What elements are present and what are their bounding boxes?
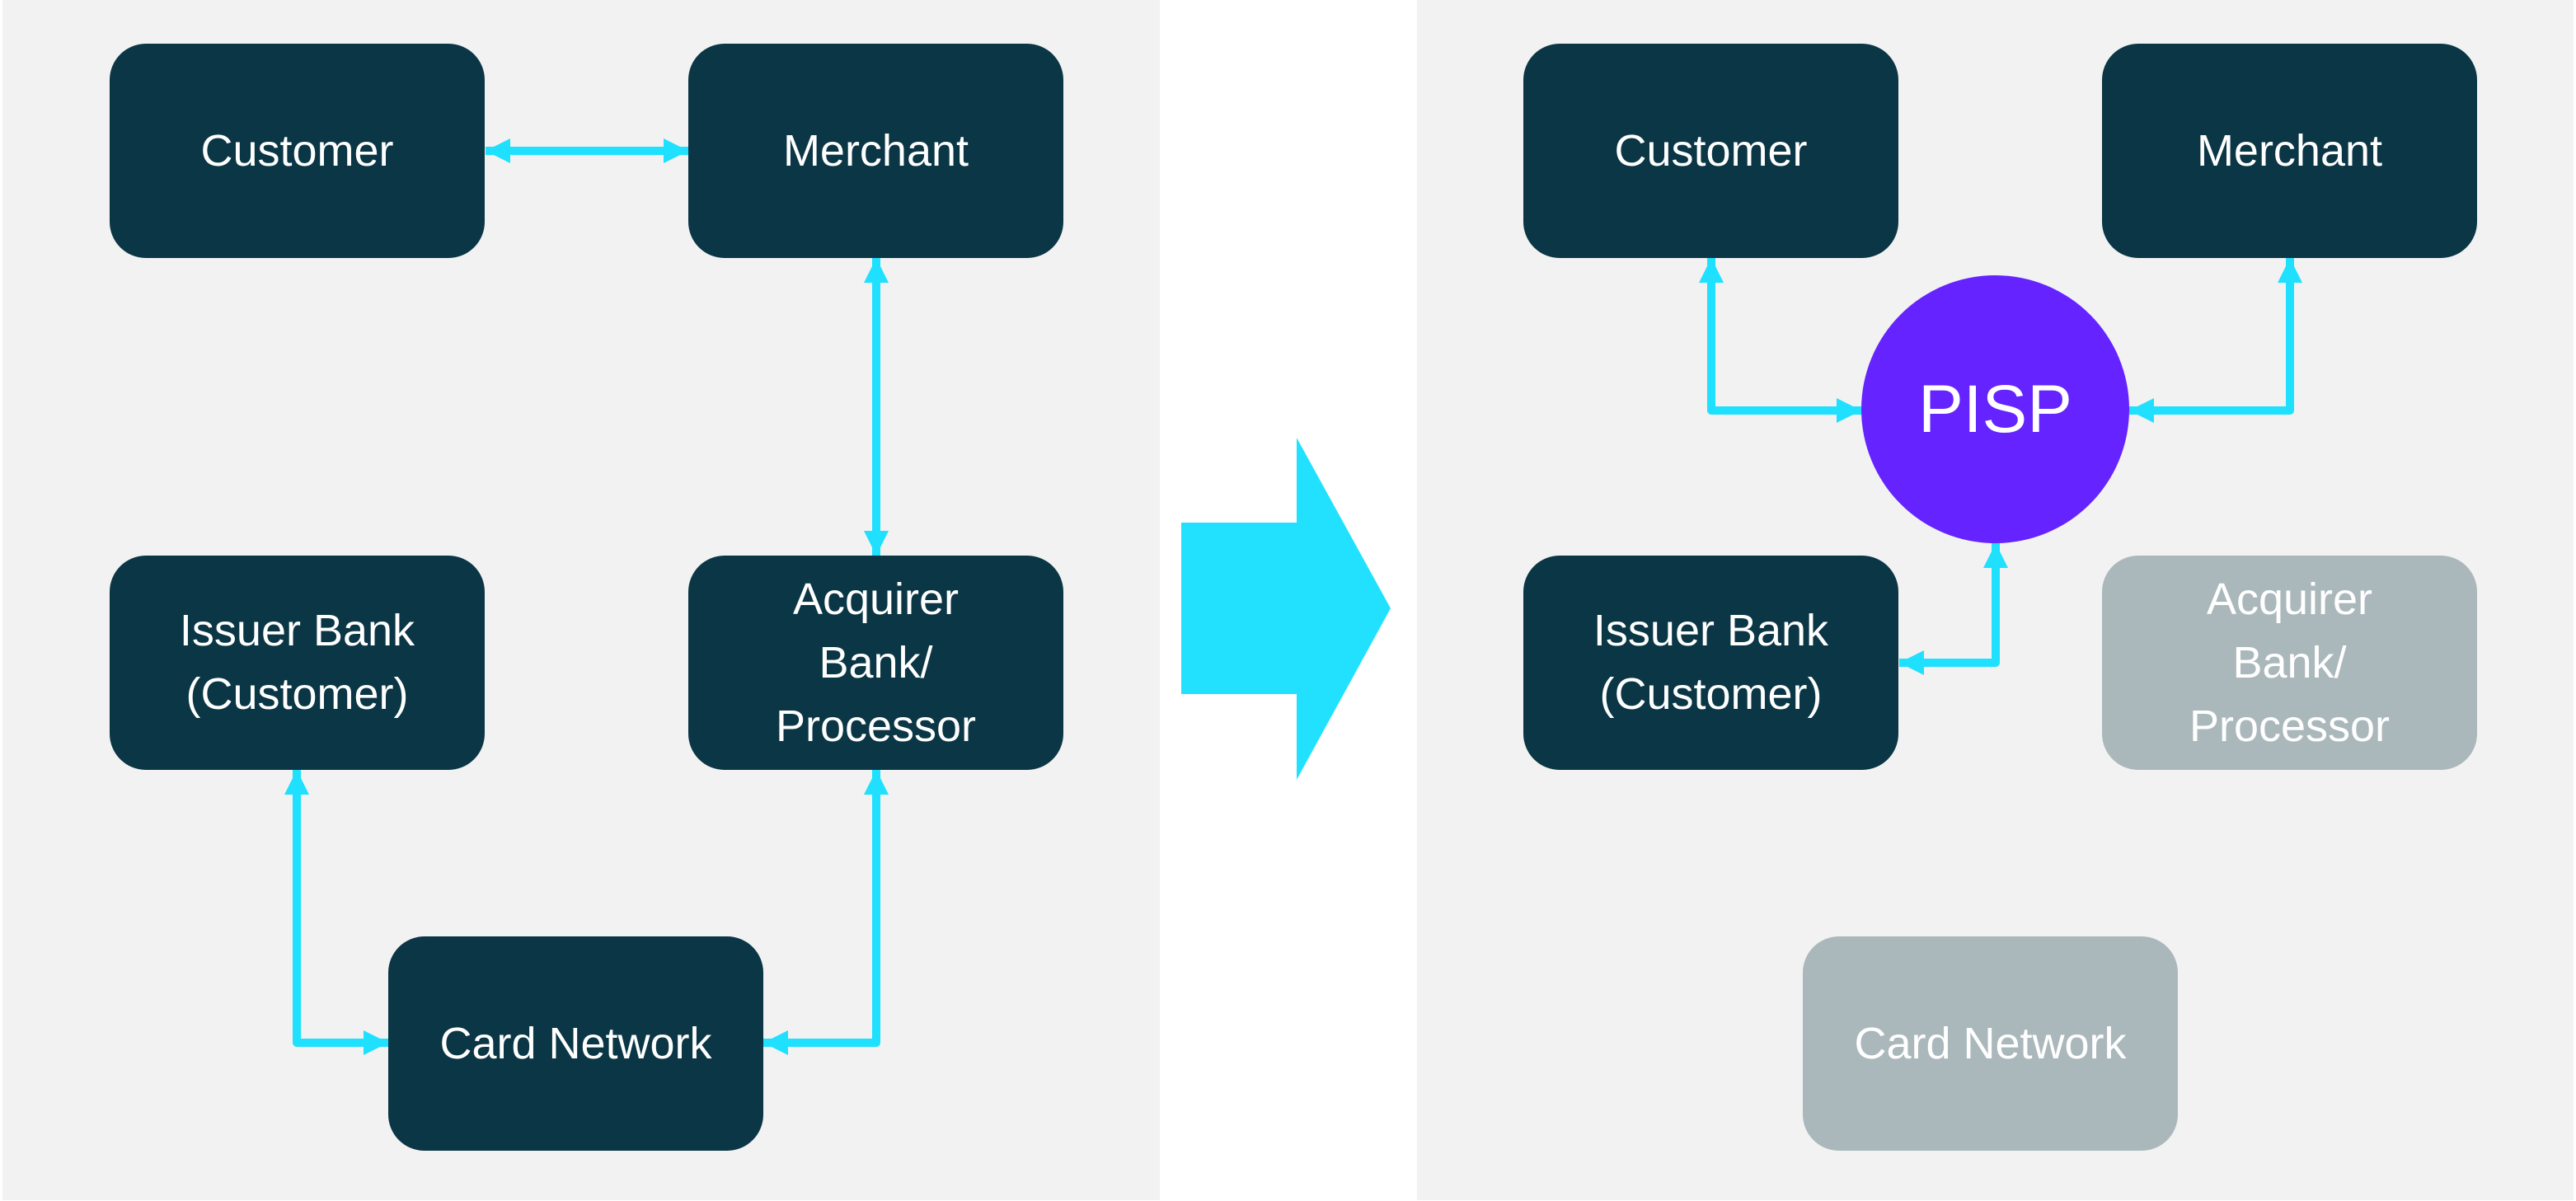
right-arrow-icon xyxy=(1181,438,1391,780)
connector-issuer-card-network xyxy=(284,770,388,1055)
after-node-merchant[interactable]: Merchant xyxy=(2102,44,2477,258)
pisp-label: PISP xyxy=(1918,371,2072,447)
after-node-acquirer-bank-inactive[interactable]: Acquirer Bank/ Processor xyxy=(2102,556,2477,770)
node-label: Acquirer Bank/ Processor xyxy=(2189,574,2391,751)
after-node-card-network-inactive[interactable]: Card Network xyxy=(1803,936,2178,1151)
after-node-issuer-bank[interactable]: Issuer Bank (Customer) xyxy=(1523,556,1898,770)
node-label: Issuer Bank (Customer) xyxy=(1593,606,1829,719)
pisp-node[interactable]: PISP xyxy=(1861,275,2129,543)
node-label: Customer xyxy=(200,125,394,176)
before-node-acquirer-bank[interactable]: Acquirer Bank/ Processor xyxy=(688,556,1063,770)
connector-merchant-pisp xyxy=(2129,258,2302,423)
connector-customer-pisp xyxy=(1699,258,1861,423)
before-node-customer[interactable]: Customer xyxy=(110,44,485,258)
connector-acquirer-card-network xyxy=(763,770,889,1055)
after-node-customer[interactable]: Customer xyxy=(1523,44,1898,258)
before-node-card-network[interactable]: Card Network xyxy=(388,936,763,1151)
node-label: Card Network xyxy=(1854,1018,2127,1068)
node-label: Card Network xyxy=(439,1018,712,1068)
node-label: Merchant xyxy=(782,125,969,176)
before-node-issuer-bank[interactable]: Issuer Bank (Customer) xyxy=(110,556,485,770)
before-node-merchant[interactable]: Merchant xyxy=(688,44,1063,258)
node-label: Issuer Bank (Customer) xyxy=(179,606,415,719)
node-label: Merchant xyxy=(2196,125,2383,176)
node-label: Customer xyxy=(1614,125,1808,176)
connector-pisp-issuer xyxy=(1899,543,2008,675)
node-label: Acquirer Bank/ Processor xyxy=(775,574,977,751)
